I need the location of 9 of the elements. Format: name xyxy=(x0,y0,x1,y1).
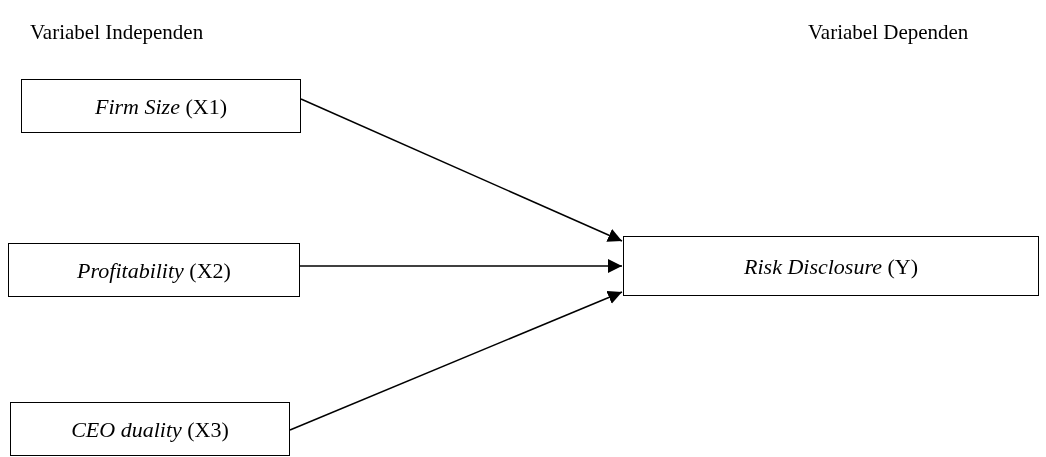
arrow xyxy=(299,259,623,273)
variable-box: Profitability (X2) xyxy=(8,243,300,297)
column-heading: Variabel Dependen xyxy=(808,19,969,46)
arrow xyxy=(300,98,623,242)
column-heading: Variabel Independen xyxy=(30,19,204,46)
variable-box: Firm Size (X1) xyxy=(21,79,301,133)
variable-box: CEO duality (X3) xyxy=(10,402,290,456)
arrow xyxy=(289,290,623,431)
variable-box: Risk Disclosure (Y) xyxy=(623,236,1039,296)
